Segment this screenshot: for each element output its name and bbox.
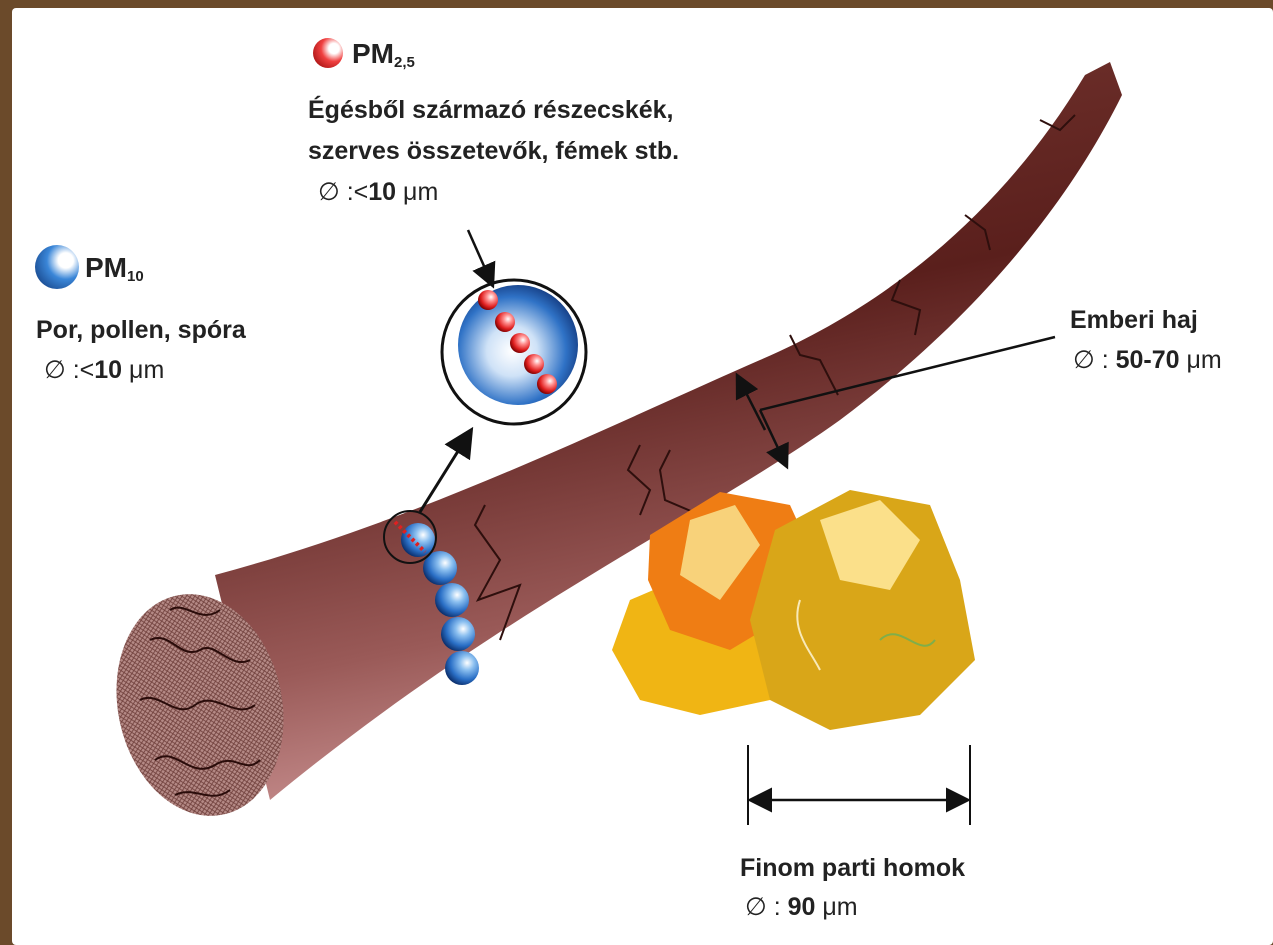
diameter-symbol: ∅ <box>745 893 767 921</box>
pm25-diameter: ∅ :<10 μm <box>318 177 438 208</box>
blue-particle-icon <box>35 245 79 289</box>
hair-diameter-value: 50-70 <box>1116 346 1180 374</box>
pm25-description-2: szerves összetevők, fémek stb. <box>308 136 679 167</box>
hair-diameter-unit: μm <box>1180 346 1222 374</box>
sand-grains <box>612 490 975 730</box>
sand-label: Finom parti homok <box>740 853 965 884</box>
diameter-symbol: ∅ <box>318 178 340 206</box>
pm25-description-1: Égésből származó részecskék, <box>308 95 673 126</box>
diameter-symbol: ∅ <box>44 356 66 384</box>
pm10-title: PM10 <box>85 250 144 287</box>
sand-diameter-prefix: : <box>767 893 788 921</box>
pm10-title-sub: 10 <box>127 268 144 285</box>
pm25-title-main: PM <box>352 38 394 69</box>
pm25-diameter-value: 10 <box>368 178 396 206</box>
pm10-description: Por, pollen, spóra <box>36 315 246 346</box>
hair-diameter-prefix: : <box>1095 346 1116 374</box>
pm25-diameter-prefix: :< <box>340 178 369 206</box>
pm10-diameter-value: 10 <box>94 356 122 384</box>
pm10-diameter-unit: μm <box>122 356 164 384</box>
pm25-title: PM2,5 <box>352 36 415 73</box>
hair-label: Emberi haj <box>1070 305 1198 336</box>
sand-diameter: ∅ : 90 μm <box>745 892 858 923</box>
pm25-title-sub: 2,5 <box>394 54 415 71</box>
diameter-symbol: ∅ <box>1073 346 1095 374</box>
pm10-title-main: PM <box>85 252 127 283</box>
sand-diameter-value: 90 <box>788 893 816 921</box>
sand-diameter-unit: μm <box>815 893 857 921</box>
red-particle-icon <box>313 38 343 68</box>
pm25-pointer-arrow <box>468 230 492 284</box>
pm10-diameter-prefix: :< <box>66 356 95 384</box>
hair-diameter: ∅ : 50-70 μm <box>1073 345 1222 376</box>
pm25-diameter-unit: μm <box>396 178 438 206</box>
pm10-diameter: ∅ :<10 μm <box>44 355 164 386</box>
